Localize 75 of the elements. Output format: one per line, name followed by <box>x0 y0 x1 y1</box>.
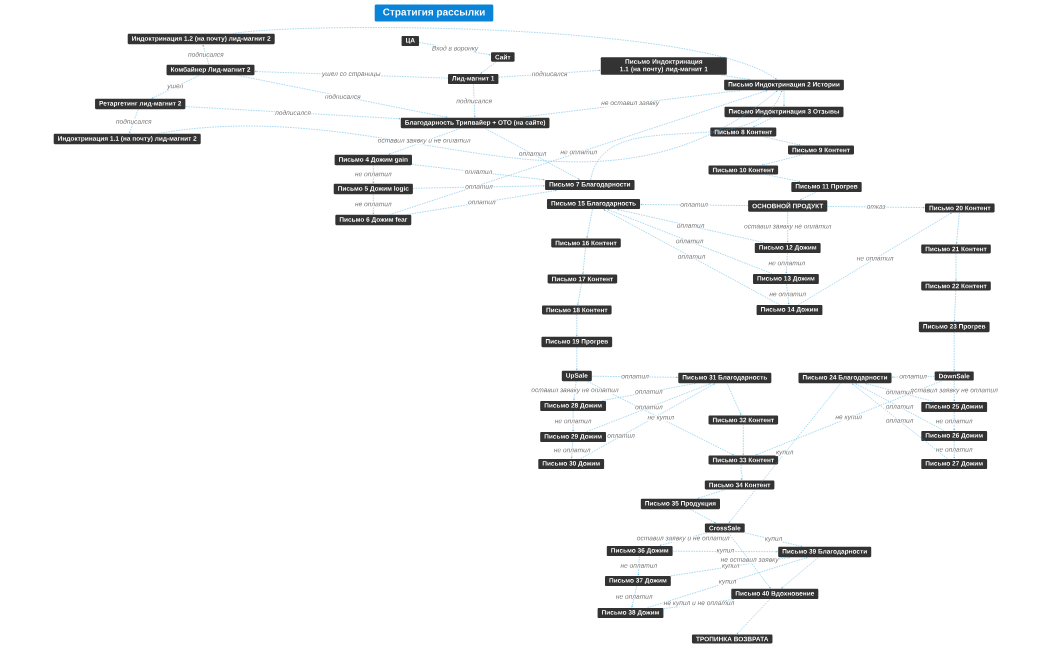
arrow <box>607 209 773 274</box>
arrow <box>955 212 960 244</box>
arrow <box>157 90 778 162</box>
arrow <box>485 128 580 180</box>
arrow <box>786 284 790 305</box>
arrow <box>617 209 765 243</box>
arrow <box>953 290 956 322</box>
arrow <box>406 189 557 215</box>
arrow <box>697 489 726 499</box>
arrow <box>573 381 577 401</box>
arrow <box>237 75 448 118</box>
arrow <box>800 192 816 200</box>
arrow <box>785 253 788 274</box>
arrow <box>129 109 139 134</box>
arrow <box>953 441 955 459</box>
arrow <box>744 532 803 547</box>
arrow <box>631 586 637 608</box>
arrow <box>740 464 743 480</box>
arrow <box>577 283 582 305</box>
arrow <box>783 90 785 107</box>
arrow <box>576 347 578 371</box>
arrow <box>852 383 948 459</box>
arrow <box>389 90 768 215</box>
arrow <box>955 253 957 281</box>
arrow <box>690 509 716 524</box>
arrow <box>480 61 497 74</box>
arrow <box>572 411 574 432</box>
arrow <box>659 532 708 546</box>
arrow <box>726 383 742 416</box>
arrow <box>372 165 374 184</box>
arrow <box>787 211 789 243</box>
arrow <box>185 106 401 120</box>
arrow <box>571 442 573 459</box>
arrow <box>781 557 819 589</box>
arrow <box>720 74 750 81</box>
arrow <box>798 212 952 305</box>
arrow <box>827 206 925 209</box>
arrow <box>232 27 777 80</box>
arrow <box>591 375 678 378</box>
arrow <box>953 380 955 402</box>
arrow <box>763 136 801 146</box>
arrow <box>728 383 841 523</box>
arrow <box>953 332 955 371</box>
arrow <box>742 424 744 455</box>
arrow <box>755 380 943 456</box>
arrow <box>865 383 935 402</box>
arrow <box>647 557 808 608</box>
arrow <box>637 556 640 576</box>
arrow <box>151 75 200 99</box>
arrow <box>753 117 774 128</box>
arrow <box>640 203 749 206</box>
title: Стратигия рассылки <box>374 4 494 22</box>
arrow <box>372 194 374 215</box>
arrow <box>855 383 945 431</box>
arrow <box>388 128 461 155</box>
arrow <box>576 314 578 337</box>
arrow <box>580 383 715 459</box>
arrow <box>953 412 955 431</box>
arrow <box>586 383 711 432</box>
arrow <box>670 556 790 577</box>
arrow <box>761 154 803 166</box>
arrow <box>582 247 586 275</box>
arrow <box>766 174 801 182</box>
arrow <box>603 209 780 305</box>
arrow <box>590 90 783 180</box>
arrow <box>473 84 476 118</box>
arrow <box>728 532 771 589</box>
arrow <box>411 164 545 181</box>
arrow <box>412 185 545 189</box>
arrow <box>601 383 696 401</box>
arrow <box>587 381 734 456</box>
arrow <box>202 44 210 65</box>
arrow <box>672 550 778 553</box>
arrow <box>736 599 770 635</box>
arrow <box>586 209 593 238</box>
